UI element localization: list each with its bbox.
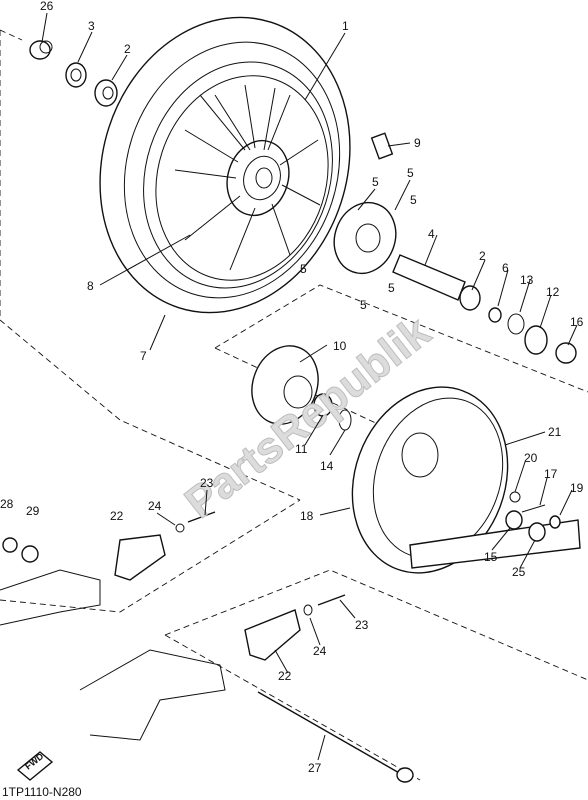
callout-label: 5 (407, 166, 414, 180)
callout-label: 4 (428, 227, 435, 241)
left-hub-parts (29, 40, 118, 107)
callout-label: 2 (479, 249, 486, 263)
callout-label: 26 (40, 0, 54, 13)
diagram-code: 1TP1110-N280 (2, 785, 82, 799)
callout-label: 11 (295, 442, 308, 456)
clutch-hub (251, 345, 352, 431)
callout-labels: 26 3 2 1 9 5 5 5 4 5 5 5 2 6 13 12 16 8 … (0, 0, 584, 775)
callout-label: 21 (548, 425, 562, 439)
callout-label: 5 (300, 262, 307, 276)
rear-wheel (99, 16, 351, 314)
callout-label: 13 (520, 273, 534, 287)
fwd-arrow-icon: FWD (16, 751, 54, 781)
callout-label: 23 (355, 618, 369, 632)
damper-assembly (333, 132, 397, 275)
callout-label: 6 (502, 261, 509, 275)
callout-label: 20 (524, 451, 538, 465)
callout-label: 5 (388, 281, 395, 295)
callout-label: 23 (200, 476, 214, 490)
callout-label: 24 (313, 644, 327, 658)
callout-label: 14 (320, 459, 334, 473)
callout-label: 19 (570, 481, 584, 495)
callout-label: 18 (300, 509, 314, 523)
callout-label: 1 (342, 19, 349, 33)
callout-label: 10 (333, 339, 347, 353)
callout-label: 15 (484, 550, 498, 564)
callout-label: 24 (148, 499, 162, 513)
callout-label: 27 (308, 761, 322, 775)
callout-label: 16 (570, 315, 584, 329)
drive-pulley (351, 386, 581, 574)
callout-label: 12 (546, 285, 560, 299)
callout-label: 25 (512, 565, 526, 579)
callout-label: 9 (414, 136, 421, 150)
leader-lines (41, 12, 578, 761)
callout-label: 22 (110, 509, 124, 523)
callout-label: 2 (124, 42, 131, 56)
callout-label: 29 (26, 504, 40, 518)
callout-label: 5 (410, 193, 417, 207)
callout-label: 5 (372, 175, 379, 189)
callout-label: 8 (87, 279, 94, 293)
swingarm-upper (0, 511, 216, 626)
callout-label: 5 (360, 298, 367, 312)
callout-label: 28 (0, 497, 14, 511)
swingarm-lower (79, 594, 414, 783)
callout-label: 7 (140, 349, 147, 363)
callout-label: 17 (544, 467, 558, 481)
callout-label: 3 (88, 19, 95, 33)
right-hub-parts (392, 254, 577, 364)
guide-lines (0, 29, 588, 781)
callout-label: 22 (278, 669, 292, 683)
